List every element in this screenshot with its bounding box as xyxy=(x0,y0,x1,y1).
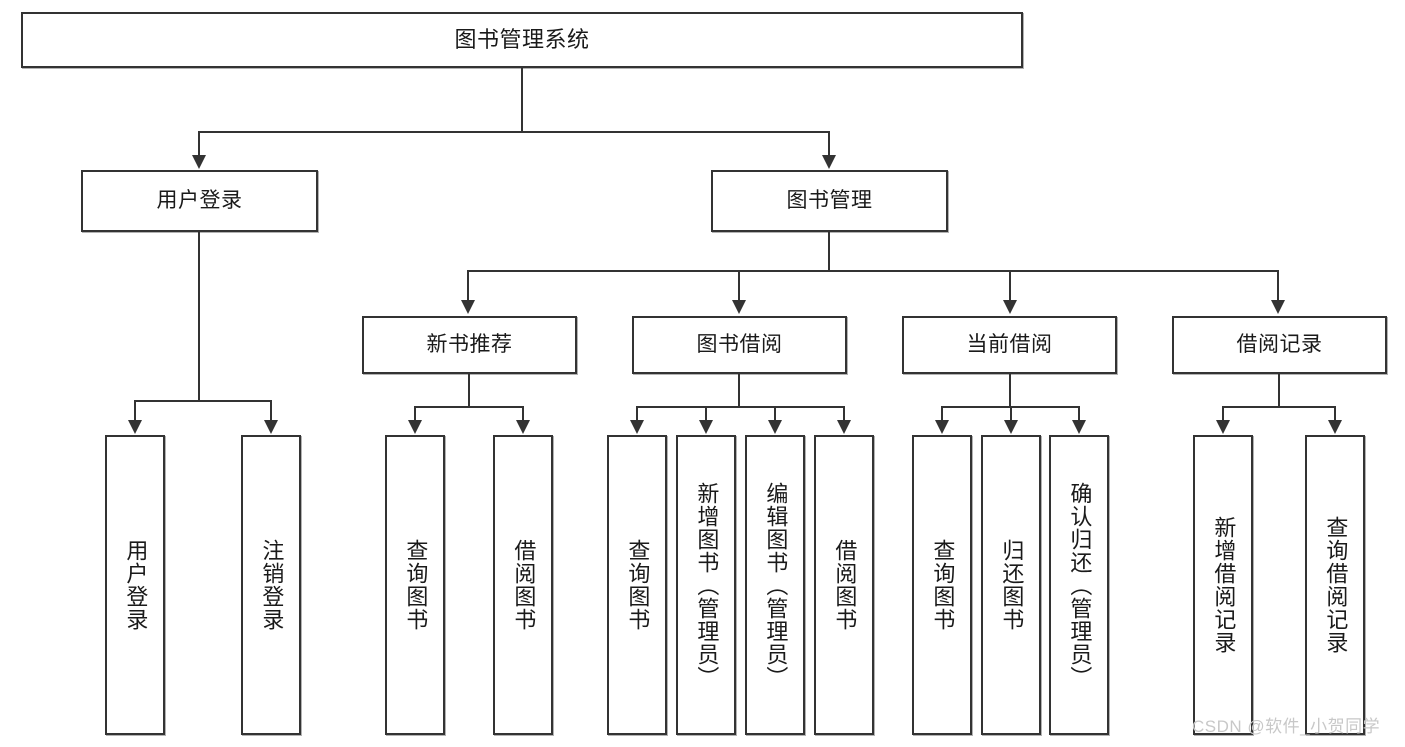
node-book-management[interactable]: 图书管理 xyxy=(711,170,948,232)
edge-new-book-recommend-bus xyxy=(414,406,524,408)
edge-drop-new-book-recommend xyxy=(467,270,469,302)
node-label: 查询图书 xyxy=(625,539,651,631)
edge-book-borrow-bus xyxy=(636,406,844,408)
leaf-book-borrow-1[interactable]: 新增图书（管理员） xyxy=(676,435,736,735)
node-label: 图书管理 xyxy=(786,188,873,212)
edge-drop-leaf-user-login-0 xyxy=(134,400,136,422)
node-label: 当前借阅 xyxy=(966,332,1053,356)
edge-borrow-record-stem xyxy=(1278,374,1280,408)
edge-book-management-stem xyxy=(828,232,830,272)
node-label: 新书推荐 xyxy=(426,332,513,356)
arrowhead-leaf-user-login-0 xyxy=(128,420,142,434)
edge-drop-leaf-current-2 xyxy=(1078,406,1080,422)
edge-level3-bus xyxy=(467,270,1279,272)
arrowhead-leaf-borrow-3 xyxy=(837,420,851,434)
edge-drop-leaf-current-1 xyxy=(1010,406,1012,422)
node-book-borrow[interactable]: 图书借阅 xyxy=(632,316,847,374)
arrowhead-leaf-current-1 xyxy=(1004,420,1018,434)
node-label: 用户登录 xyxy=(156,188,243,212)
leaf-user-login-1[interactable]: 注销登录 xyxy=(241,435,301,735)
arrowhead-leaf-borrow-0 xyxy=(630,420,644,434)
leaf-book-borrow-0[interactable]: 查询图书 xyxy=(607,435,667,735)
node-label: 借阅图书 xyxy=(511,539,537,631)
edge-drop-leaf-borrow-1 xyxy=(705,406,707,422)
arrowhead-leaf-recommend-1 xyxy=(516,420,530,434)
node-label: 借阅图书 xyxy=(832,539,858,631)
arrowhead-borrow-record xyxy=(1271,300,1285,314)
edge-drop-leaf-record-1 xyxy=(1334,406,1336,422)
edge-current-borrow-stem xyxy=(1009,374,1011,408)
edge-user-login-bus xyxy=(134,400,270,402)
arrowhead-book-borrow xyxy=(732,300,746,314)
node-label: 查询图书 xyxy=(930,539,956,631)
edge-drop-leaf-user-login-1 xyxy=(270,400,272,422)
leaf-book-borrow-3[interactable]: 借阅图书 xyxy=(814,435,874,735)
arrowhead-leaf-current-0 xyxy=(935,420,949,434)
edge-drop-borrow-record xyxy=(1277,270,1279,302)
arrowhead-new-book-recommend xyxy=(461,300,475,314)
leaf-current-borrow-0[interactable]: 查询图书 xyxy=(912,435,972,735)
node-label: 借阅记录 xyxy=(1236,332,1323,356)
leaf-new-book-recommend-1[interactable]: 借阅图书 xyxy=(493,435,553,735)
edge-drop-book-borrow xyxy=(738,270,740,302)
node-label: 确认归还（管理员） xyxy=(1067,481,1093,689)
node-current-borrow[interactable]: 当前借阅 xyxy=(902,316,1117,374)
leaf-borrow-record-1[interactable]: 查询借阅记录 xyxy=(1305,435,1365,735)
node-label: 新增图书（管理员） xyxy=(694,481,720,689)
node-root-book-management-system[interactable]: 图书管理系统 xyxy=(21,12,1023,68)
edge-drop-book-management xyxy=(828,131,830,157)
leaf-current-borrow-2[interactable]: 确认归还（管理员） xyxy=(1049,435,1109,735)
edge-drop-user-login xyxy=(198,131,200,157)
arrowhead-leaf-current-2 xyxy=(1072,420,1086,434)
leaf-new-book-recommend-0[interactable]: 查询图书 xyxy=(385,435,445,735)
edge-drop-leaf-record-0 xyxy=(1222,406,1224,422)
leaf-book-borrow-2[interactable]: 编辑图书（管理员） xyxy=(745,435,805,735)
csdn-watermark: CSDN @软件_小贺同学 xyxy=(1192,717,1381,736)
edge-book-borrow-stem xyxy=(738,374,740,408)
arrowhead-leaf-user-login-1 xyxy=(264,420,278,434)
arrowhead-leaf-record-0 xyxy=(1216,420,1230,434)
leaf-borrow-record-0[interactable]: 新增借阅记录 xyxy=(1193,435,1253,735)
leaf-current-borrow-1[interactable]: 归还图书 xyxy=(981,435,1041,735)
edge-drop-leaf-borrow-2 xyxy=(774,406,776,422)
node-label: 注销登录 xyxy=(259,539,285,631)
edge-drop-leaf-recommend-0 xyxy=(414,406,416,422)
node-user-login[interactable]: 用户登录 xyxy=(81,170,318,232)
leaf-user-login-0[interactable]: 用户登录 xyxy=(105,435,165,735)
edge-new-book-recommend-stem xyxy=(468,374,470,408)
node-borrow-record[interactable]: 借阅记录 xyxy=(1172,316,1387,374)
node-label: 归还图书 xyxy=(999,539,1025,631)
node-label: 图书管理系统 xyxy=(454,27,590,53)
arrowhead-leaf-recommend-0 xyxy=(408,420,422,434)
arrowhead-current-borrow xyxy=(1003,300,1017,314)
node-label: 查询借阅记录 xyxy=(1323,516,1349,654)
arrowhead-user-login xyxy=(192,155,206,169)
edge-drop-leaf-current-0 xyxy=(941,406,943,422)
edge-drop-leaf-recommend-1 xyxy=(522,406,524,422)
arrowhead-book-management xyxy=(822,155,836,169)
arrowhead-leaf-borrow-1 xyxy=(699,420,713,434)
node-label: 图书借阅 xyxy=(696,332,783,356)
arrowhead-leaf-borrow-2 xyxy=(768,420,782,434)
node-label: 新增借阅记录 xyxy=(1211,516,1237,654)
edge-root-stem xyxy=(521,68,523,133)
node-new-book-recommend[interactable]: 新书推荐 xyxy=(362,316,577,374)
edge-user-login-stem xyxy=(198,232,200,402)
edge-drop-leaf-borrow-3 xyxy=(843,406,845,422)
node-label: 编辑图书（管理员） xyxy=(763,481,789,689)
node-label: 用户登录 xyxy=(123,539,149,631)
edge-level2-bus xyxy=(198,131,830,133)
arrowhead-leaf-record-1 xyxy=(1328,420,1342,434)
edge-drop-leaf-borrow-0 xyxy=(636,406,638,422)
node-label: 查询图书 xyxy=(403,539,429,631)
edge-drop-current-borrow xyxy=(1009,270,1011,302)
edge-borrow-record-bus xyxy=(1222,406,1336,408)
